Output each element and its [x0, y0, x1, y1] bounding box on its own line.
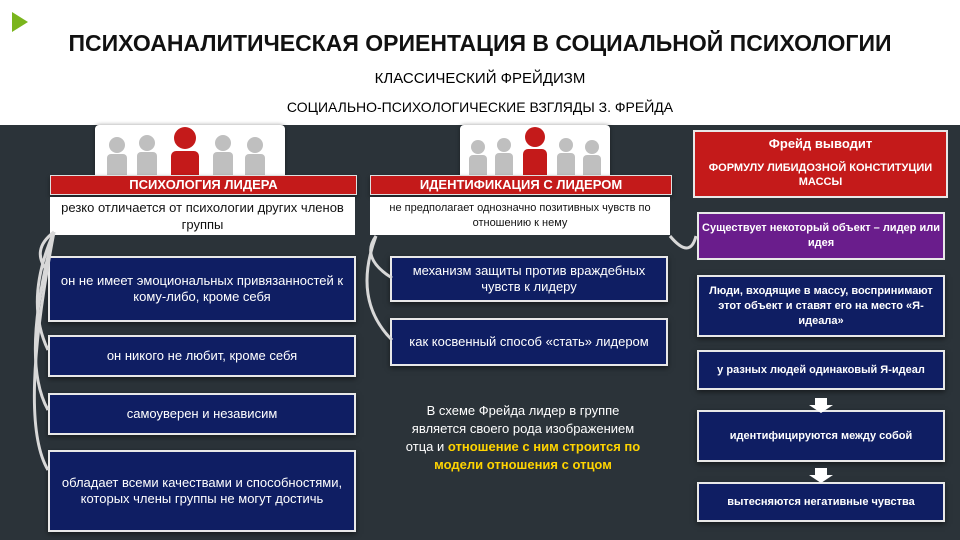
formula-step-card: у разных людей одинаковый Я-идеал — [697, 350, 945, 390]
down-arrow-icon — [809, 475, 833, 483]
formula-step-card: идентифицируются между собой — [697, 410, 945, 462]
scheme-highlight-text: отношение с ним строится по модели отнош… — [434, 439, 641, 472]
curved-arrow-icon — [369, 235, 393, 280]
subtitle-freudism: КЛАССИЧЕСКИЙ ФРЕЙДИЗМ — [374, 70, 586, 87]
down-arrow-icon — [815, 398, 827, 406]
page-title: ПСИХОАНАЛИТИЧЕСКАЯ ОРИЕНТАЦИЯ В СОЦИАЛЬН… — [68, 30, 892, 56]
leader-psychology-desc: резко отличается от психологии других чл… — [50, 197, 355, 235]
leader-trait-card: обладает всеми качествами и способностям… — [48, 450, 356, 532]
subtitle-views: СОЦИАЛЬНО-ПСИХОЛОГИЧЕСКИЕ ВЗГЛЯДЫ З. ФРЕ… — [286, 99, 674, 115]
leader-trait-card: он не имеет эмоциональных привязанностей… — [48, 256, 356, 322]
leader-trait-card: самоуверен и независим — [48, 393, 356, 435]
identification-label: ИДЕНТИФИКАЦИЯ С ЛИДЕРОМ — [419, 177, 623, 192]
down-arrow-icon — [809, 405, 833, 413]
freud-derives-label: Фрейд выводит — [768, 136, 873, 151]
libido-formula-header: Фрейд выводит ФОРМУЛУ ЛИБИДОЗНОЙ КОНСТИТ… — [693, 130, 948, 198]
formula-step-card: вытесняются негативные чувства — [697, 482, 945, 522]
leader-trait-card: он никого не любит, кроме себя — [48, 335, 356, 377]
curved-arrow-icon — [668, 235, 698, 250]
identification-desc: не предполагает однозначно позитивных чу… — [370, 197, 670, 235]
formula-step-card: Люди, входящие в массу, воспринимают это… — [697, 275, 945, 337]
group-people-image-middle — [460, 125, 610, 180]
accent-arrow-icon — [12, 12, 28, 32]
libido-formula-label: ФОРМУЛУ ЛИБИДОЗНОЙ КОНСТИТУЦИИ МАССЫ — [708, 162, 933, 188]
identification-indirect-card: как косвенный способ «стать» лидером — [390, 318, 668, 366]
scheme-plain-text: В схеме Фрейда лидер в группе является с… — [405, 403, 635, 454]
identification-header: ИДЕНТИФИКАЦИЯ С ЛИДЕРОМ — [370, 175, 672, 195]
identification-mechanism-card: механизм защиты против враждебных чувств… — [390, 256, 668, 302]
leader-psychology-header: ПСИХОЛОГИЯ ЛИДЕРА — [50, 175, 357, 195]
group-people-image-left — [95, 125, 285, 180]
down-arrow-icon — [815, 468, 827, 476]
leader-psychology-label: ПСИХОЛОГИЯ ЛИДЕРА — [129, 177, 278, 192]
curved-arrow-icon — [365, 235, 394, 342]
freud-scheme-text: В схеме Фрейда лидер в группе является с… — [398, 402, 648, 474]
object-leader-box: Существует некоторый объект – лидер или … — [697, 212, 945, 260]
header-panel — [0, 0, 960, 125]
